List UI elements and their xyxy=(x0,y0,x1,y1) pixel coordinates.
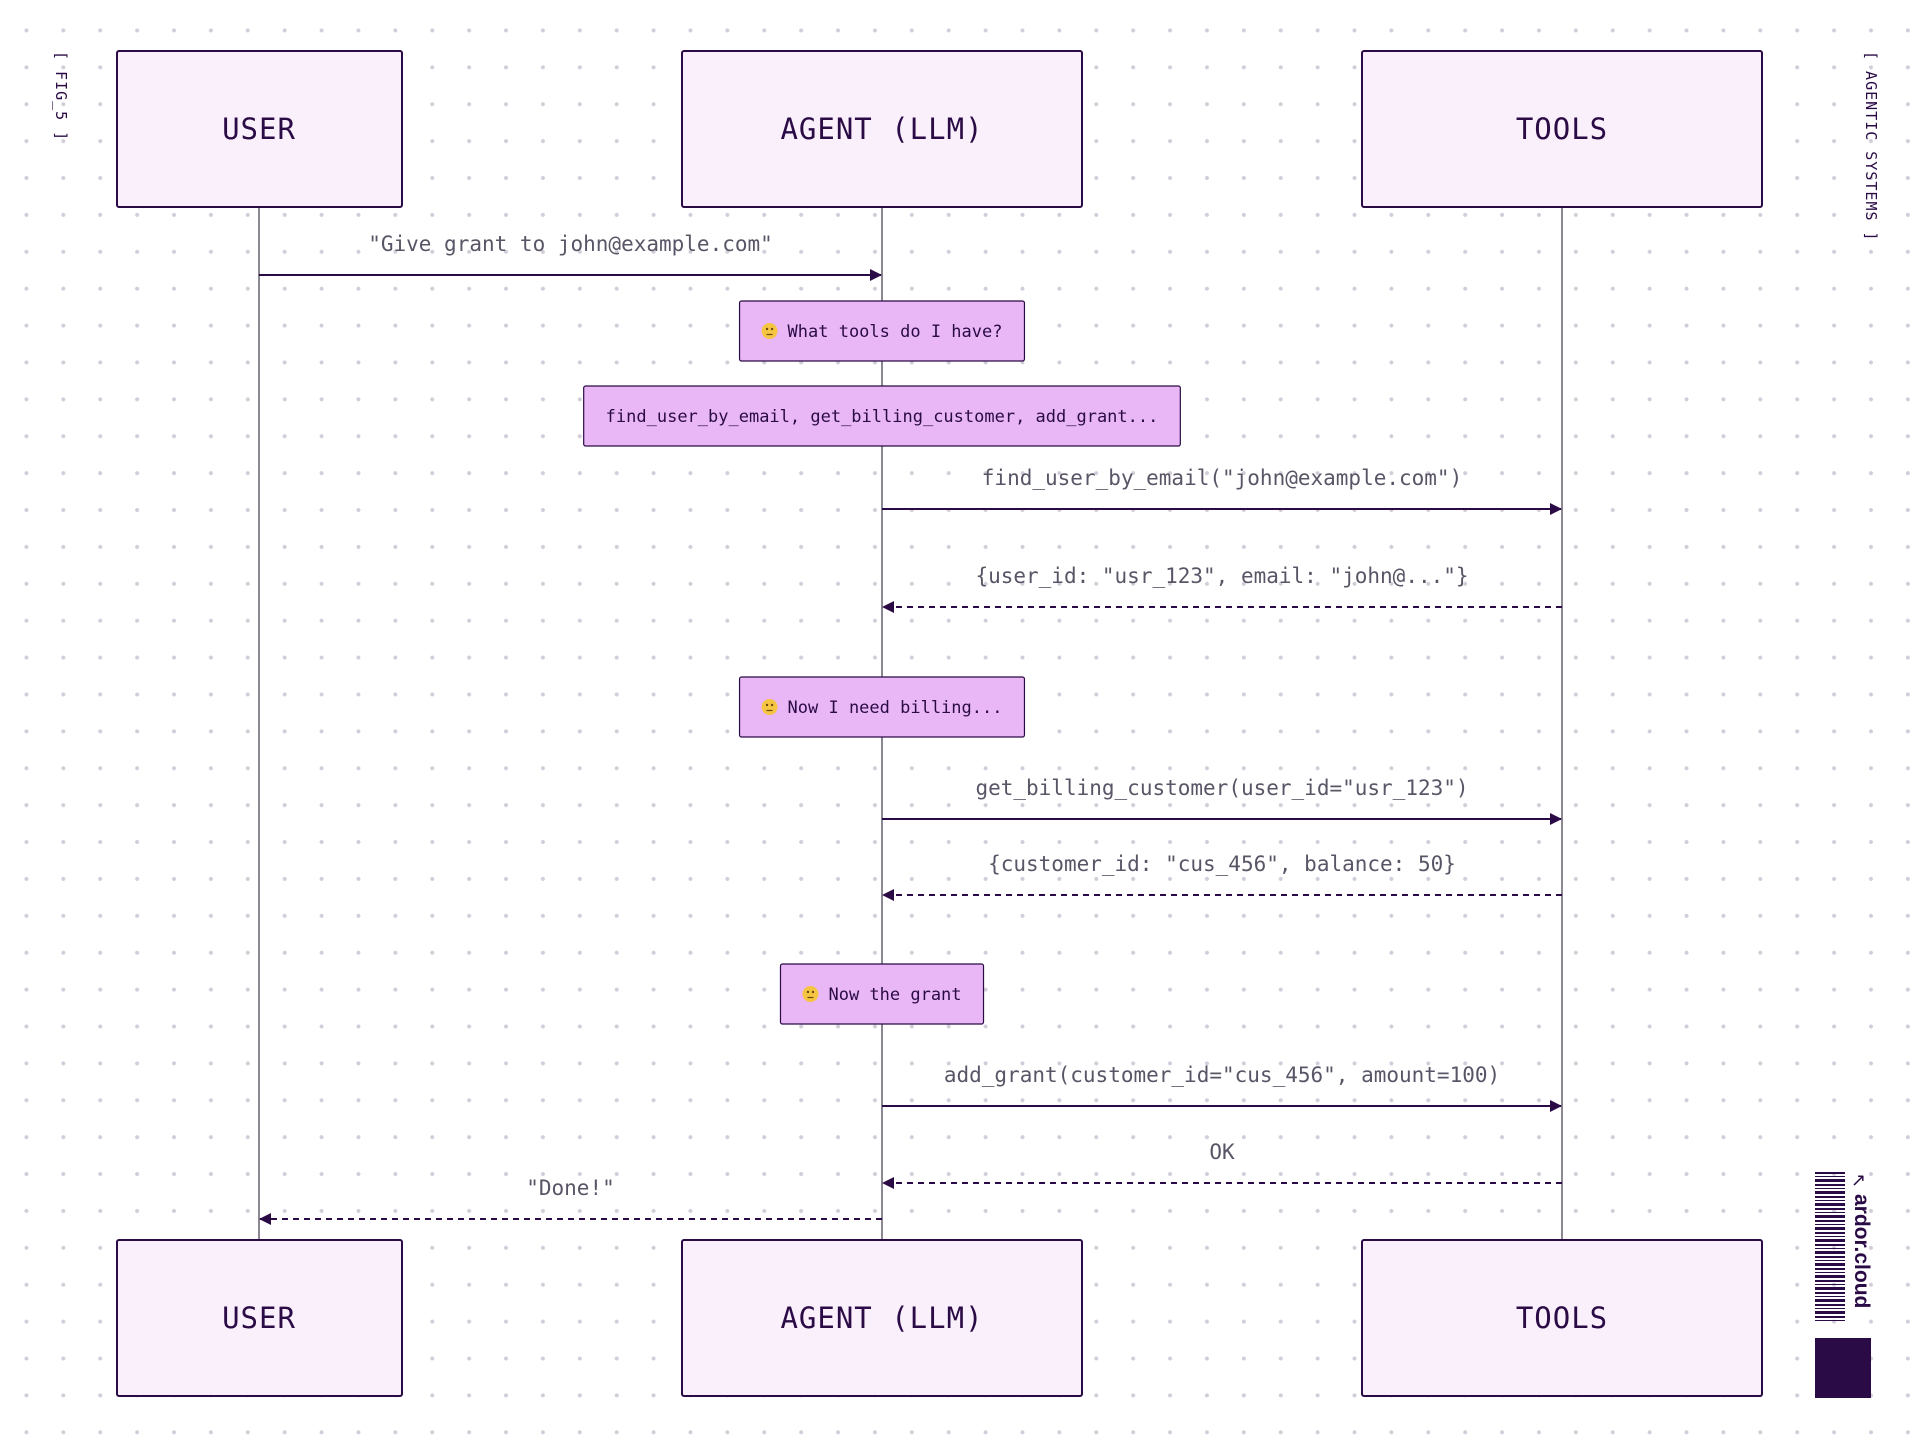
note-text: Now the grant xyxy=(828,985,961,1005)
message-label: "Give grant to john@example.com" xyxy=(368,232,773,256)
note-box: What tools do I have? xyxy=(738,300,1026,362)
message-label: {customer_id: "cus_456", balance: 50} xyxy=(988,852,1456,876)
note-box: Now the grant xyxy=(779,963,985,1025)
participant-user-top: USER xyxy=(116,50,403,208)
message-label: find_user_by_email("john@example.com") xyxy=(982,466,1462,490)
brand-block xyxy=(1815,1338,1871,1398)
thinking-face-icon xyxy=(761,699,778,715)
message-arrow: find_user_by_email("john@example.com") xyxy=(882,466,1562,515)
message-label: OK xyxy=(1209,1140,1235,1164)
message-arrow: "Give grant to john@example.com" xyxy=(259,232,882,281)
participant-agent-top: AGENT (LLM) xyxy=(681,50,1083,208)
participant-label: AGENT (LLM) xyxy=(780,1301,983,1335)
message-arrow: OK xyxy=(882,1140,1562,1189)
participant-label: USER xyxy=(222,112,296,146)
note-text: Now I need billing... xyxy=(788,698,1003,718)
brand-name: ardor.cloud xyxy=(1850,1194,1873,1309)
thinking-face-icon xyxy=(802,986,819,1002)
participant-label: AGENT (LLM) xyxy=(780,112,983,146)
message-arrow: add_grant(customer_id="cus_456", amount=… xyxy=(882,1063,1562,1112)
message-arrow: {user_id: "usr_123", email: "john@..."} xyxy=(882,564,1562,613)
participant-tools-bottom: TOOLS xyxy=(1361,1239,1763,1397)
participant-label: USER xyxy=(222,1301,296,1335)
note-text: What tools do I have? xyxy=(788,322,1003,342)
participant-agent-bottom: AGENT (LLM) xyxy=(681,1239,1083,1397)
participant-user-bottom: USER xyxy=(116,1239,403,1397)
message-arrow: {customer_id: "cus_456", balance: 50} xyxy=(882,852,1562,901)
participant-label: TOOLS xyxy=(1516,112,1608,146)
message-arrow: "Done!" xyxy=(259,1176,882,1225)
message-label: add_grant(customer_id="cus_456", amount=… xyxy=(944,1063,1500,1087)
message-arrow: get_billing_customer(user_id="usr_123") xyxy=(882,776,1562,825)
brand-mark: ↗ ardor.cloud xyxy=(1815,1170,1873,1400)
message-label: "Done!" xyxy=(526,1176,615,1200)
note-text: find_user_by_email, get_billing_customer… xyxy=(606,407,1159,427)
thinking-face-icon xyxy=(761,323,778,339)
arrow-up-right-icon: ↗ xyxy=(1851,1170,1867,1191)
message-label: {user_id: "usr_123", email: "john@..."} xyxy=(975,564,1468,588)
barcode-graphic xyxy=(1815,1172,1845,1322)
note-box: find_user_by_email, get_billing_customer… xyxy=(583,385,1181,447)
message-label: get_billing_customer(user_id="usr_123") xyxy=(975,776,1468,800)
participant-tools-top: TOOLS xyxy=(1361,50,1763,208)
participant-label: TOOLS xyxy=(1516,1301,1608,1335)
note-box: Now I need billing... xyxy=(738,676,1026,738)
